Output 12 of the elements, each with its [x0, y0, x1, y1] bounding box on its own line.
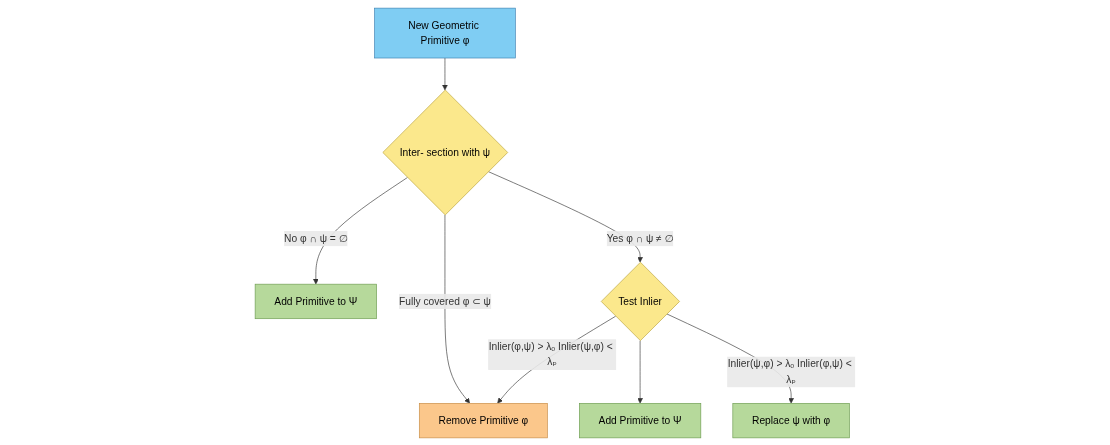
- node-box: Remove Primitive φ: [418, 402, 548, 438]
- edge-label: No φ ∩ ψ = ∅: [283, 232, 348, 244]
- edge-label: Fully covered φ ⊂ ψ: [398, 295, 491, 307]
- edge-label: Inlier(ψ,φ) > λₒ Inlier(φ,ψ) < λₚ: [727, 358, 852, 385]
- node-box: Replace ψ with φ: [732, 402, 850, 438]
- edge-label: Yes φ ∩ ψ ≠ ∅: [606, 232, 674, 244]
- edge-label: Inlier(φ,ψ) > λₒ Inlier(ψ,φ) < λₚ: [488, 340, 613, 367]
- node-box: New Geometric Primitive φ: [374, 7, 516, 58]
- node-diamond: Test Inlier: [600, 261, 680, 341]
- node-diamond: Inter- section with ψ: [382, 89, 508, 215]
- node-box: Add Primitive to Ψ: [254, 283, 377, 319]
- node-box: Add Primitive to Ψ: [578, 402, 702, 438]
